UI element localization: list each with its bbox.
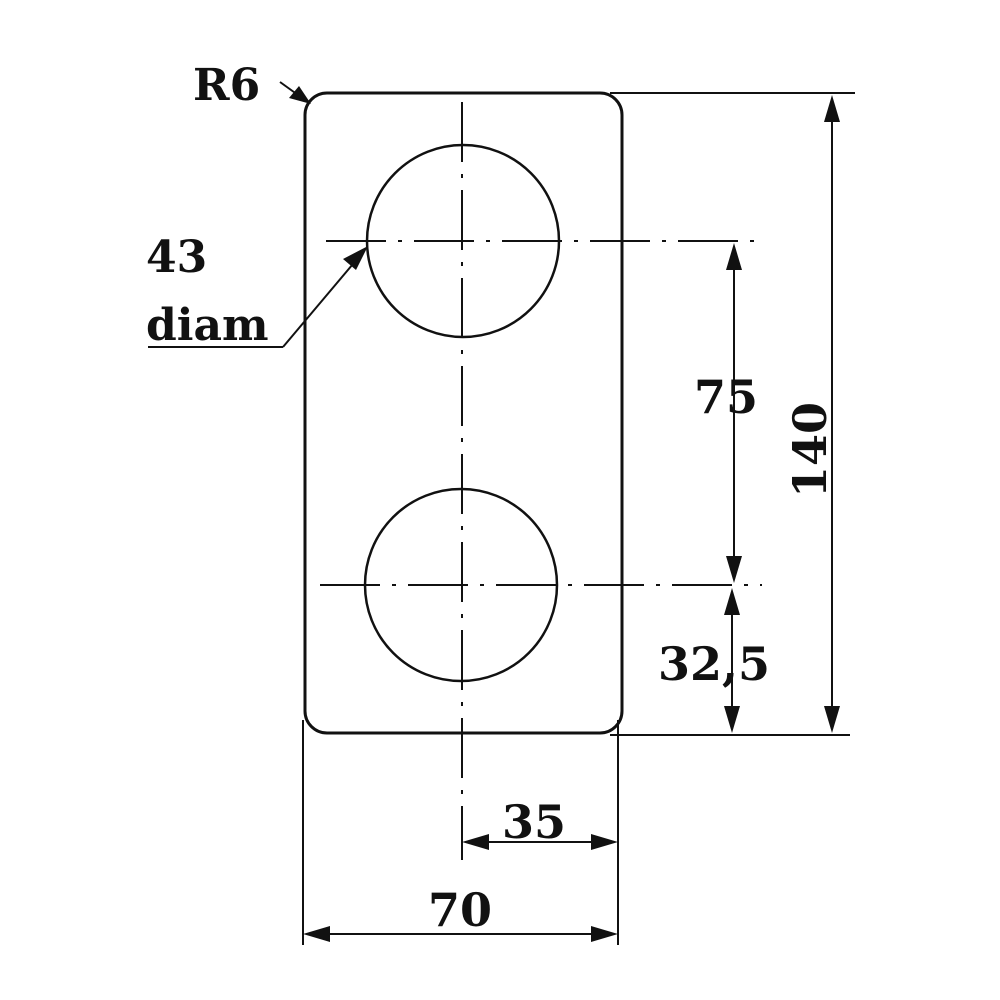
- total-height-label: 140: [783, 402, 837, 498]
- hole-spacing-label: 75: [694, 370, 758, 424]
- dimension-70: [303, 926, 618, 942]
- bottom-offset-label: 32,5: [658, 637, 770, 691]
- dimension-35: [462, 834, 618, 850]
- radius-label: R6: [193, 60, 260, 111]
- radius-leader: [279, 81, 311, 104]
- dimension-75: [726, 243, 742, 583]
- half-width-label: 35: [502, 795, 566, 849]
- diameter-leader: [148, 246, 368, 348]
- plate-outline: [303, 91, 624, 735]
- dimension-32-5: [724, 588, 740, 733]
- total-width-label: 70: [428, 883, 492, 937]
- diameter-value-label: 43: [146, 232, 207, 283]
- diameter-unit-label: diam: [146, 300, 269, 351]
- dimension-140: [824, 95, 840, 733]
